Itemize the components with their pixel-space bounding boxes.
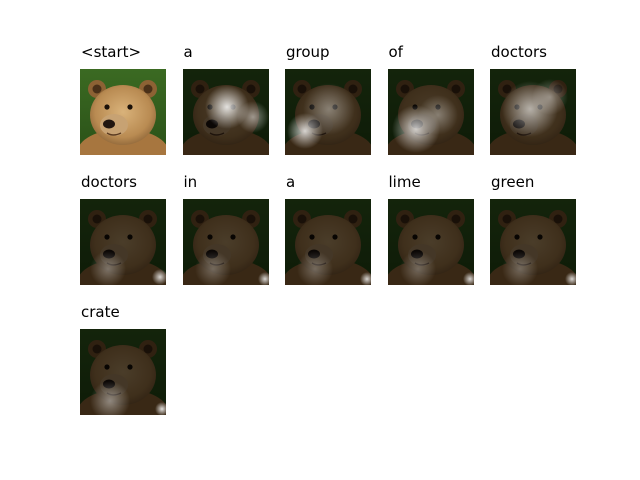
bear-attention-image xyxy=(80,329,166,415)
bear-attention-image xyxy=(182,199,269,285)
bear-attention-image xyxy=(387,199,474,285)
caption-word: a xyxy=(286,173,296,191)
attention-map-tile xyxy=(182,199,269,285)
attention-map-tile xyxy=(80,329,166,415)
attention-map-tile xyxy=(285,199,371,285)
attention-map-tile xyxy=(490,199,576,285)
bear-attention-image xyxy=(285,199,371,285)
caption-word: doctors xyxy=(491,43,547,61)
caption-word: doctors xyxy=(81,173,137,191)
caption-word: crate xyxy=(81,303,120,321)
attention-map-tile xyxy=(490,69,576,155)
bear-attention-image xyxy=(182,69,269,155)
bear-attention-image xyxy=(490,69,576,155)
attention-map-tile xyxy=(285,69,371,155)
bear-attention-image xyxy=(490,199,576,285)
attention-map-tile xyxy=(387,199,474,285)
caption-word: group xyxy=(286,43,330,61)
caption-word: lime xyxy=(388,173,421,191)
caption-word: a xyxy=(183,43,193,61)
bear-attention-image xyxy=(80,199,166,285)
attention-map-tile xyxy=(387,69,474,155)
caption-word: green xyxy=(491,173,535,191)
bear-attention-image xyxy=(387,69,474,155)
attention-map-tile xyxy=(80,199,166,285)
original-image-tile xyxy=(80,69,166,155)
bear-photo-image xyxy=(80,69,166,155)
attention-map-tile xyxy=(182,69,269,155)
bear-attention-image xyxy=(285,69,371,155)
caption-word: of xyxy=(388,43,403,61)
caption-word: <start> xyxy=(81,43,142,61)
caption-word: in xyxy=(183,173,198,191)
